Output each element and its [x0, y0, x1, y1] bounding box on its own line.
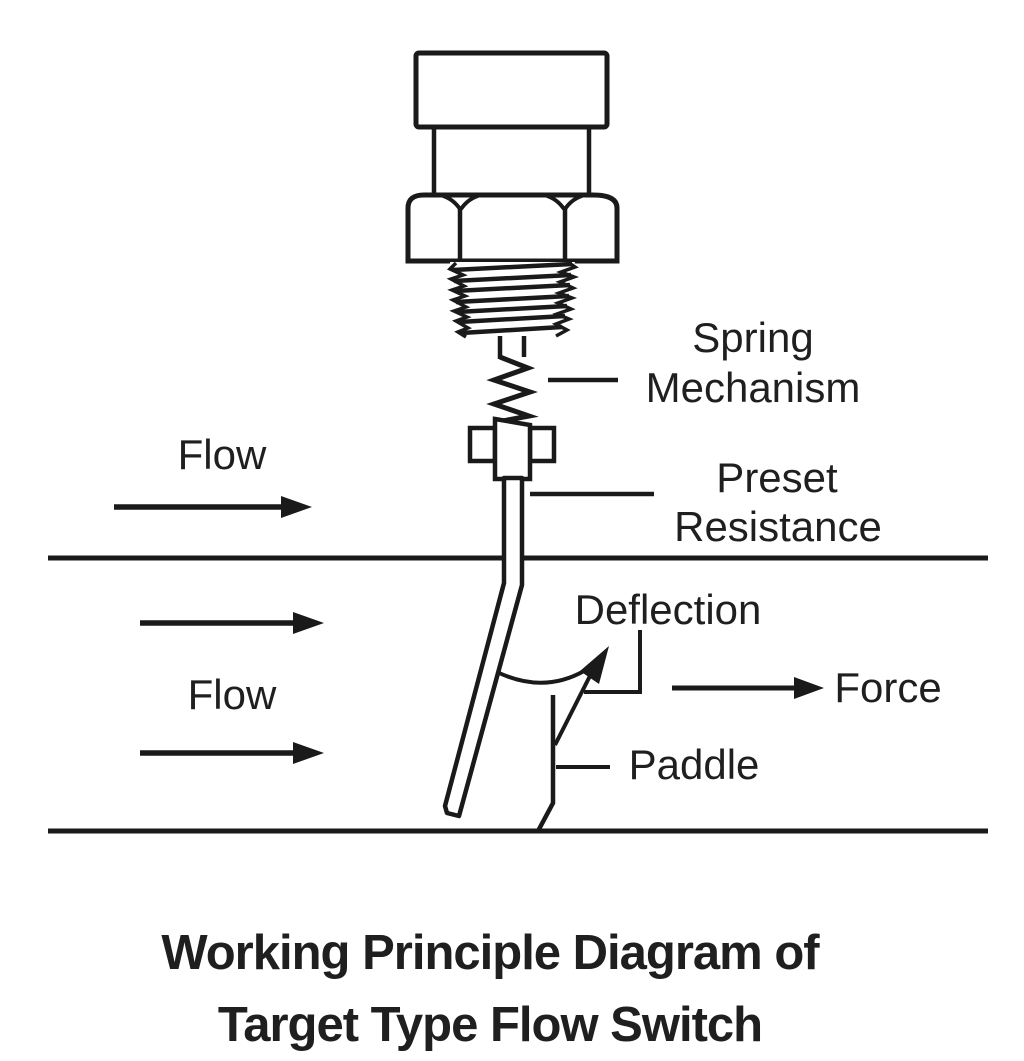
- flow-label-top: Flow: [177, 431, 267, 478]
- preset-resistance-label-line1: Preset: [716, 454, 838, 501]
- diagram-title: Working Principle Diagram of Target Type…: [161, 917, 819, 1061]
- spring-mechanism-label-line2: Mechanism: [645, 364, 861, 411]
- diagram-title-line2: Target Type Flow Switch: [217, 998, 763, 1052]
- spring-mechanism-label-line1: Spring: [692, 314, 814, 361]
- deflection-leader-line: [584, 630, 642, 694]
- hex-nut: [405, 192, 620, 264]
- deflection-arrow-icon: [496, 646, 609, 746]
- preset-resistance-label-line2: Resistance: [674, 503, 882, 550]
- paddle-label: Paddle: [628, 741, 760, 788]
- flow-label-bottom: Flow: [187, 671, 277, 718]
- spring: [486, 336, 539, 425]
- paddle-line: [536, 695, 556, 833]
- deflection-label: Deflection: [574, 586, 762, 633]
- diagram-title-line1: Working Principle Diagram of: [161, 926, 819, 980]
- flow-arrow-middle-icon: [140, 612, 324, 634]
- preset-resistance-block: [467, 416, 557, 482]
- flow-switch-diagram: Flow Flow Spring Mechanism Preset Resist…: [48, 50, 988, 1052]
- threads: [446, 261, 580, 339]
- switch-cap: [413, 50, 610, 130]
- flow-arrow-top-icon: [114, 496, 312, 518]
- force-label: Force: [834, 664, 942, 711]
- switch-neck: [431, 124, 592, 199]
- sensor-rod: [442, 475, 525, 819]
- force-arrow-icon: [672, 677, 824, 699]
- flow-arrow-bottom-icon: [140, 742, 324, 764]
- diagram-line-art: [48, 50, 988, 834]
